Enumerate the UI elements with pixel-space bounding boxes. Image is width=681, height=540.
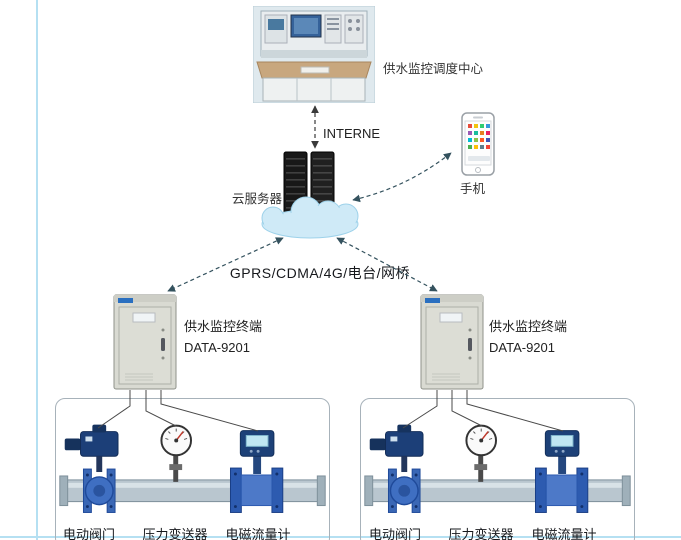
- smartphone-icon: [461, 112, 495, 176]
- flowmeter-label-right: 电磁流量计: [531, 527, 597, 540]
- network-link-label: GPRS/CDMA/4G/电台/网桥: [229, 265, 411, 281]
- rtu-cabinet-right: [420, 294, 484, 390]
- cloud-server-label: 云服务器: [232, 192, 283, 206]
- terminal-model-label: DATA-9201: [184, 340, 250, 355]
- terminal-name-label: 供水监控终端: [489, 319, 568, 334]
- terminal-name-label: 供水监控终端: [184, 319, 263, 334]
- page-border-bottom: [0, 536, 681, 538]
- pipe-assembly-graphic: [58, 423, 327, 514]
- rtu-cabinet-left: [113, 294, 177, 390]
- rtu-cabinet-graphic: [113, 294, 177, 390]
- phone-graphic: [461, 112, 495, 176]
- rtu-label-left: 供水监控终端 DATA-9201: [184, 316, 262, 358]
- rtu-label-right: 供水监控终端 DATA-9201: [489, 316, 567, 358]
- control-center-photo: [253, 6, 375, 103]
- page-border-left: [36, 0, 38, 540]
- flowmeter-label-left: 电磁流量计: [225, 527, 291, 540]
- server-towers-cloud-graphic: [261, 151, 359, 239]
- pressure-label-right: 压力变送器: [448, 527, 514, 540]
- valve-label-left: 电动阀门: [62, 527, 115, 540]
- terminal-model-label: DATA-9201: [489, 340, 555, 355]
- field-group-left: [55, 398, 330, 540]
- rtu-cabinet-graphic: [420, 294, 484, 390]
- field-group-right: [360, 398, 635, 540]
- control-center-label: 供水监控调度中心: [383, 62, 484, 76]
- cloud-server-graphic: [258, 150, 363, 240]
- pressure-label-left: 压力变送器: [142, 527, 208, 540]
- internet-label: INTERNE: [323, 126, 381, 141]
- valve-label-right: 电动阀门: [368, 527, 421, 540]
- control-console-graphic: [253, 6, 375, 103]
- link-cloud-to-phone: [352, 152, 452, 203]
- phone-label: 手机: [460, 182, 486, 196]
- pipe-assembly-graphic: [363, 423, 632, 514]
